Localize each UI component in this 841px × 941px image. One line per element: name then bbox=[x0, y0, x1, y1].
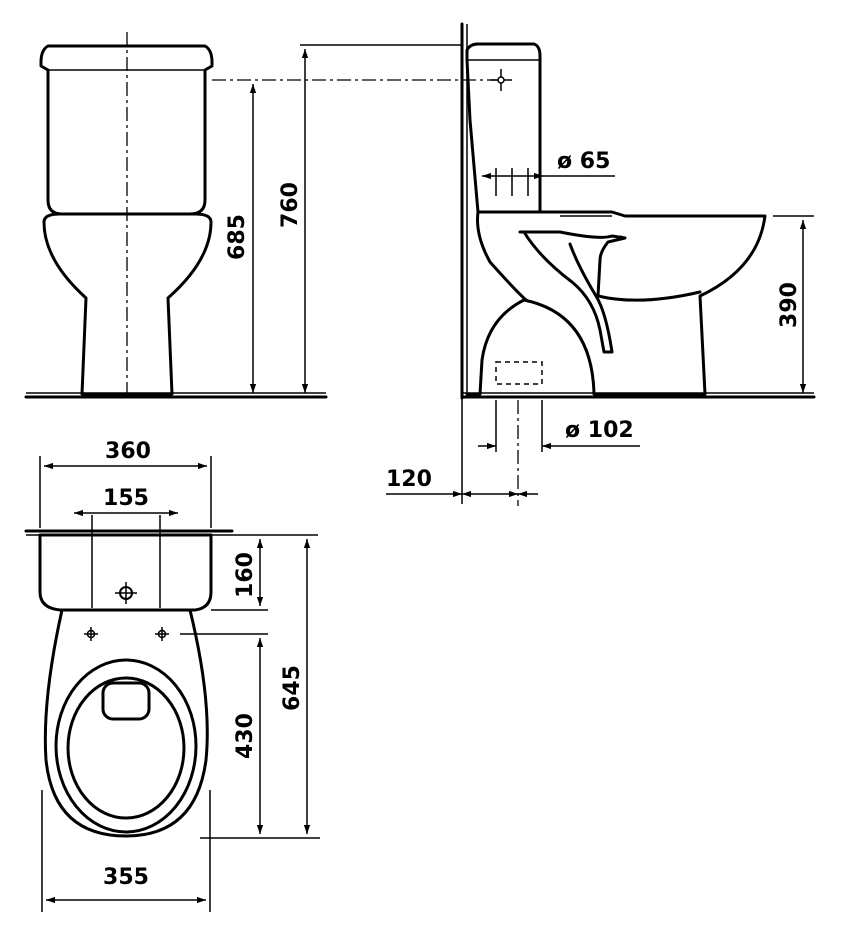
side-view: ø 65 390 ø 102 120 bbox=[386, 22, 816, 506]
seat-handle bbox=[101, 681, 151, 721]
dim-390-label: 390 bbox=[777, 282, 802, 328]
dim-685-label: 685 bbox=[225, 214, 250, 260]
front-bowl bbox=[42, 212, 213, 396]
top-view: 360 155 160 430 645 355 bbox=[24, 439, 320, 912]
dim-360-label: 360 bbox=[105, 439, 151, 464]
dim-155-label: 155 bbox=[103, 486, 149, 511]
dim-65-label: ø 65 bbox=[557, 149, 610, 174]
front-view: 685 760 bbox=[24, 32, 500, 399]
top-seat-outer bbox=[54, 658, 198, 834]
dim-430-label: 430 bbox=[233, 713, 258, 759]
top-bowl-outer bbox=[43, 608, 209, 838]
side-cistern bbox=[465, 42, 542, 214]
cistern-inlet-symbol bbox=[115, 582, 137, 604]
dim-355-label: 355 bbox=[103, 865, 149, 890]
side-seat bbox=[538, 210, 767, 224]
dim-160-label: 160 bbox=[233, 552, 258, 598]
dim-760-label: 760 bbox=[278, 182, 303, 228]
top-seat-inner bbox=[66, 676, 186, 820]
outlet-pipe bbox=[495, 361, 543, 385]
dim-120-label: 120 bbox=[386, 467, 432, 492]
fixing-points bbox=[84, 627, 169, 641]
dim-645-label: 645 bbox=[280, 665, 305, 711]
inlet-symbol bbox=[490, 69, 512, 91]
side-trapway bbox=[522, 230, 614, 354]
side-bowl-outline bbox=[465, 220, 766, 396]
top-cistern bbox=[38, 533, 213, 612]
dim-102-label: ø 102 bbox=[565, 418, 634, 443]
side-bowl-inner bbox=[518, 230, 702, 302]
